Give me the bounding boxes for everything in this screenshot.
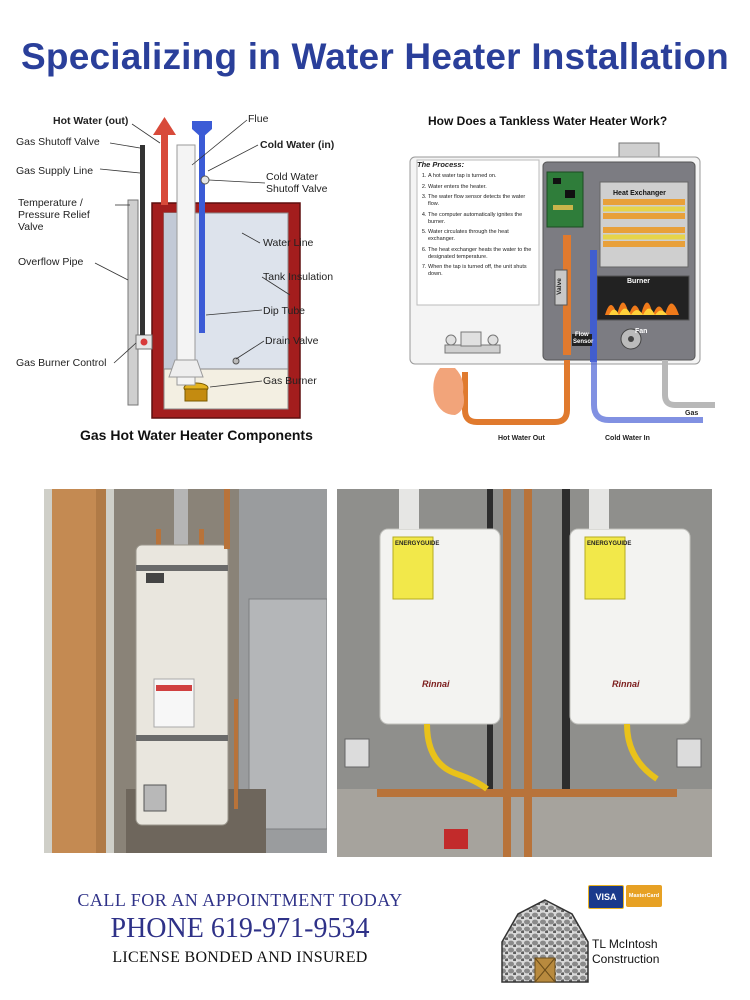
label-cold-water-in: Cold Water (in) bbox=[260, 139, 335, 151]
barn-logo-icon bbox=[501, 899, 589, 983]
photo-tankless-installation: ENERGYGUIDE ENERGYGUIDE Rinnai Rinnai bbox=[337, 489, 712, 857]
label-flow-sensor-1: Flow bbox=[575, 332, 589, 338]
process-step: The water flow sensor detects the water … bbox=[428, 194, 537, 208]
label-cold-water-shutoff-2: Shutoff Valve bbox=[266, 183, 328, 195]
tank-illustration bbox=[94, 117, 301, 419]
label-temp-relief-3: Valve bbox=[18, 221, 44, 233]
label-cold-water-shutoff-1: Cold Water bbox=[266, 171, 319, 183]
label-burner: Burner bbox=[627, 278, 650, 285]
company-name: TL McIntosh Construction bbox=[592, 937, 659, 967]
phone-number: PHONE 619-971-9534 bbox=[110, 913, 370, 944]
label-tank-insulation: Tank Insulation bbox=[263, 271, 334, 283]
label-cold-water-in-tl: Cold Water In bbox=[605, 435, 650, 442]
brand-logo-left: Rinnai bbox=[422, 679, 450, 689]
label-flow-sensor-2: Sensor bbox=[573, 339, 594, 345]
label-flue: Flue bbox=[248, 113, 269, 125]
tank-installation-image bbox=[44, 489, 327, 853]
label-drain-valve: Drain Valve bbox=[265, 335, 319, 347]
label-gas-shutoff-valve: Gas Shutoff Valve bbox=[16, 136, 100, 148]
label-hot-water-out: Hot Water (out) bbox=[53, 115, 129, 127]
gas-water-heater-diagram: Hot Water (out) Flue Gas Shutoff Valve C… bbox=[10, 105, 375, 455]
label-heat-exchanger: Heat Exchanger bbox=[613, 190, 666, 197]
label-hot-water-out-tl: Hot Water Out bbox=[498, 435, 545, 442]
process-heading: The Process: bbox=[417, 160, 465, 169]
tankless-diagram-title: How Does a Tankless Water Heater Work? bbox=[428, 114, 668, 128]
label-valve: Valve bbox=[555, 278, 563, 295]
mastercard-icon: MasterCard bbox=[626, 885, 662, 907]
label-temp-relief-1: Temperature / bbox=[18, 197, 83, 209]
call-text: CALL FOR AN APPOINTMENT TODAY bbox=[77, 890, 403, 910]
process-step: When the tap is turned off, the unit shu… bbox=[428, 264, 537, 278]
label-fan: Fan bbox=[635, 328, 648, 335]
process-card: The Process: A hot water tap is turned o… bbox=[417, 160, 537, 282]
tank-diagram-caption: Gas Hot Water Heater Components bbox=[80, 427, 313, 443]
label-gas-burner: Gas Burner bbox=[263, 375, 317, 387]
label-water-line: Water Line bbox=[263, 237, 314, 249]
label-gas-burner-control: Gas Burner Control bbox=[16, 357, 107, 369]
process-step: The heat exchanger heats the water to th… bbox=[428, 247, 537, 261]
photo-tank-installation bbox=[44, 489, 327, 853]
energyguide-label-right: ENERGYGUIDE bbox=[587, 541, 632, 547]
process-step: The computer automatically ignites the b… bbox=[428, 212, 537, 226]
company-line-2: Construction bbox=[592, 952, 660, 966]
visa-card-icon: VISA bbox=[588, 885, 624, 909]
label-temp-relief-2: Pressure Relief bbox=[18, 209, 90, 221]
process-step: A hot water tap is turned on. bbox=[428, 173, 537, 180]
label-gas-supply-line: Gas Supply Line bbox=[16, 165, 94, 177]
brand-logo-right: Rinnai bbox=[612, 679, 640, 689]
license-text: LICENSE BONDED AND INSURED bbox=[112, 949, 368, 966]
label-dip-tube: Dip Tube bbox=[263, 305, 306, 317]
tankless-heater-diagram: How Does a Tankless Water Heater Work? bbox=[395, 110, 740, 455]
tankless-installation-image bbox=[337, 489, 712, 857]
process-step: Water enters the heater. bbox=[428, 184, 537, 191]
company-line-1: TL McIntosh bbox=[592, 937, 658, 951]
page-headline: Specializing in Water Heater Installatio… bbox=[21, 36, 729, 77]
label-gas: Gas bbox=[685, 410, 699, 417]
label-overflow-pipe: Overflow Pipe bbox=[18, 256, 84, 268]
process-step: Water circulates through the heat exchan… bbox=[428, 229, 537, 243]
tankless-illustration bbox=[409, 142, 715, 425]
call-to-action: CALL FOR AN APPOINTMENT TODAY PHONE 619-… bbox=[60, 890, 420, 967]
energyguide-label-left: ENERGYGUIDE bbox=[395, 541, 440, 547]
